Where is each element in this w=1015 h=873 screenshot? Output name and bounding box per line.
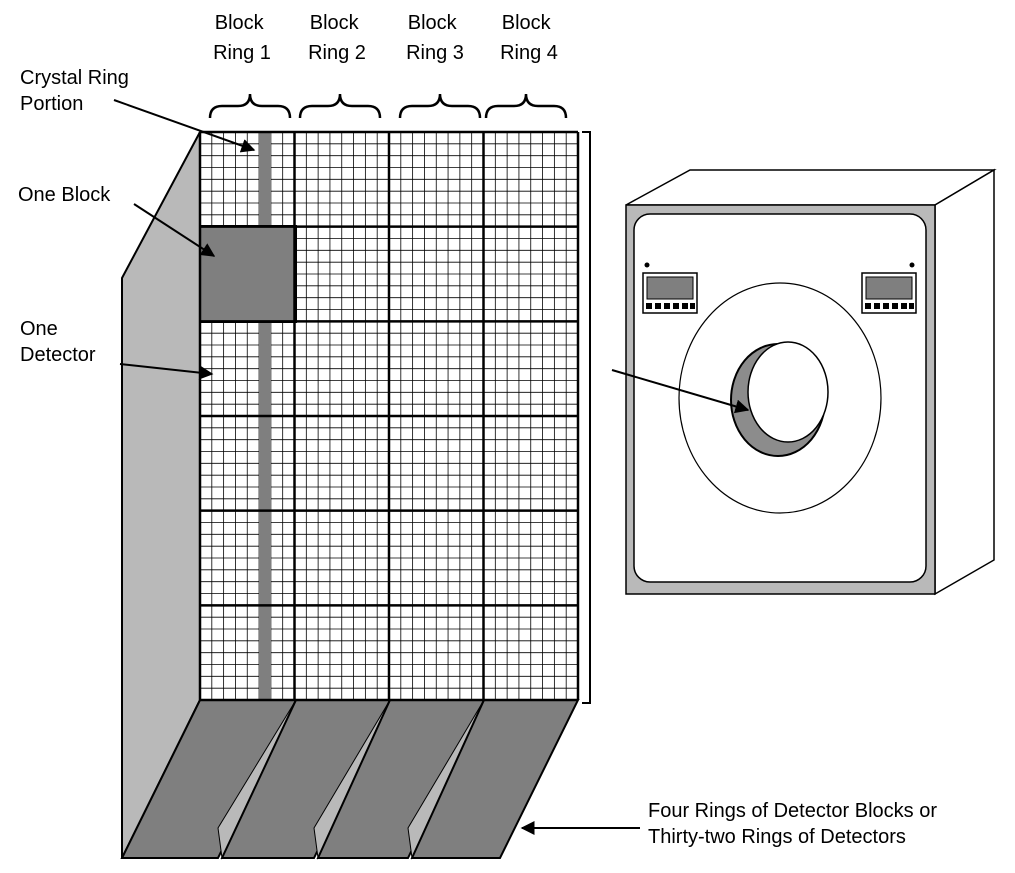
label-block-ring-4: Block Ring 4: [500, 12, 558, 64]
label-one-block: One Block: [18, 184, 111, 206]
arrow-one-block: [133, 203, 216, 257]
scanner-side-face: [934, 168, 995, 596]
pet-scanner: [625, 168, 997, 596]
brace-ring-4: [484, 93, 568, 119]
label-four-rings: Four Rings of Detector Blocks or Thirty-…: [648, 800, 943, 848]
block-ring-braces: [208, 93, 568, 119]
right-bracket: [582, 131, 591, 704]
arrow-one-detector: [119, 363, 214, 380]
detector-block-bodies: [120, 699, 580, 860]
block-boundaries: [198, 130, 580, 702]
label-block-ring-1: Block Ring 1: [213, 12, 271, 64]
gantry-bore-inner: [747, 341, 829, 443]
brace-ring-1: [208, 93, 292, 119]
right-control-display: [861, 262, 917, 314]
arrow-into-scanner: [611, 369, 750, 414]
left-control-display: [642, 262, 698, 314]
arrow-crystal-ring-portion: [113, 99, 256, 153]
one-block-highlight: [199, 225, 297, 323]
label-block-ring-3: Block Ring 3: [406, 12, 464, 64]
brace-ring-3: [398, 93, 482, 119]
scanner-top-face: [625, 169, 997, 206]
label-one-detector: One Detector: [20, 318, 96, 366]
label-crystal-ring-portion: Crystal Ring Portion: [20, 67, 134, 115]
brace-ring-2: [298, 93, 382, 119]
label-block-ring-2: Block Ring 2: [308, 12, 366, 64]
